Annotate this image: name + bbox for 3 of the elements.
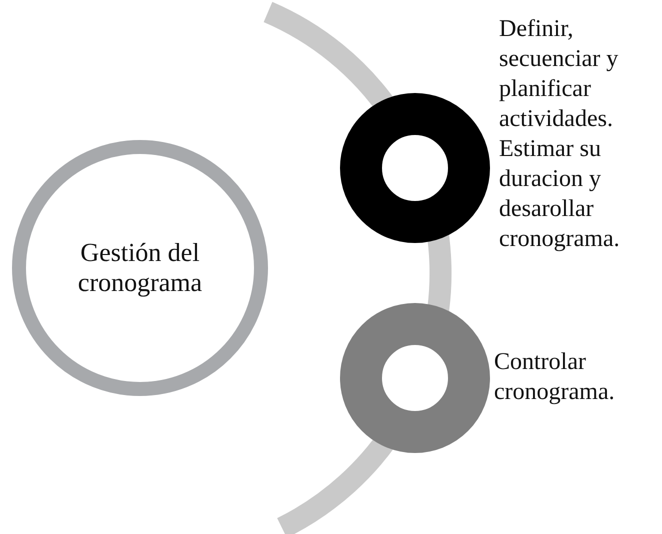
center-label: Gestión del cronograma	[76, 238, 204, 298]
step-description: Definir, secuenciar y planificar actividades. Estimar su duracion y desarollar cronograma.	[499, 15, 621, 254]
step-description: Controlar cronograma.	[494, 348, 616, 407]
